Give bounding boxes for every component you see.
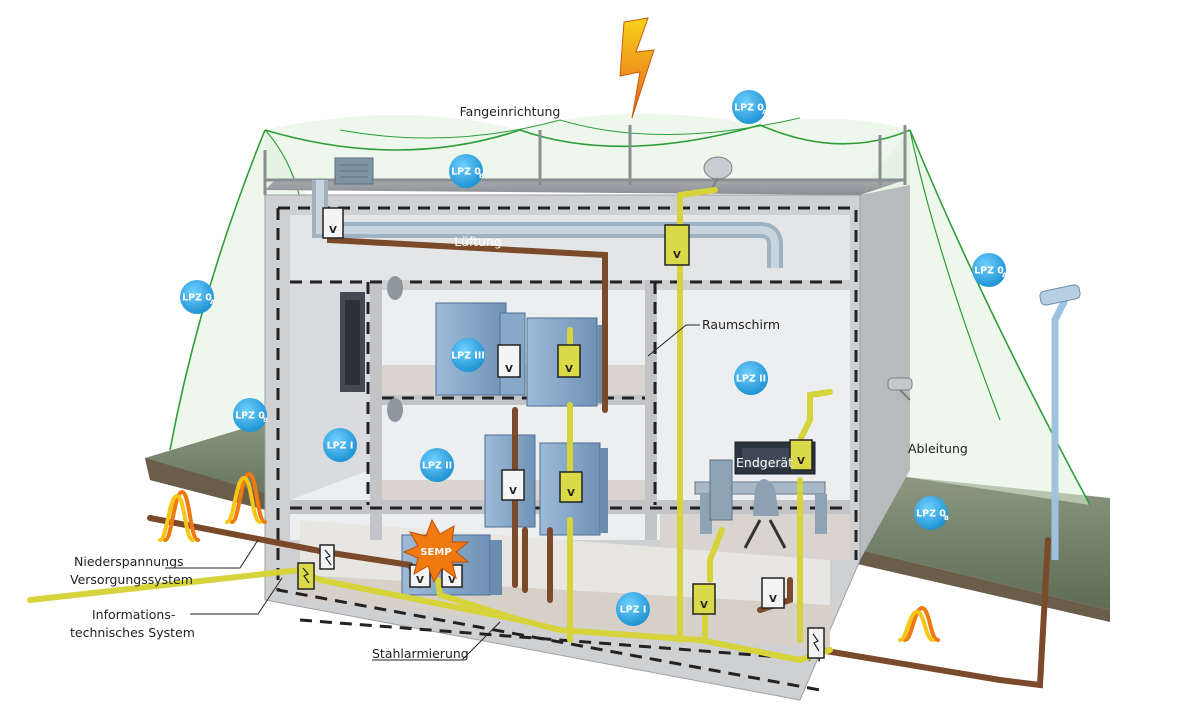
labels: Fangeinrichtung Lüftung Raumschirm Ablei…	[70, 104, 968, 661]
zone-badge-lpz0b-left: LPZ 0 B	[233, 398, 268, 432]
svg-text:A: A	[762, 108, 767, 116]
svg-text:B: B	[944, 514, 949, 522]
svg-text:V: V	[448, 575, 456, 586]
label-fangeinrichtung: Fangeinrichtung	[460, 104, 561, 119]
svg-text:A: A	[1002, 271, 1007, 279]
leader-lines	[165, 324, 700, 661]
street-lamp	[1039, 284, 1081, 560]
svg-text:V: V	[673, 250, 681, 261]
spd-basement-info: V	[692, 583, 716, 615]
spd-endgeraet: V	[789, 439, 813, 471]
svg-text:LPZ 0: LPZ 0	[734, 103, 764, 114]
zone-badge-lpz0a-right: LPZ 0 A	[972, 253, 1007, 287]
security-camera	[887, 377, 913, 401]
zone-badge-lpz0b-roof: LPZ 0 B	[449, 154, 484, 188]
svg-text:V: V	[505, 364, 513, 375]
svg-text:LPZ 0: LPZ 0	[451, 167, 481, 178]
svg-text:V: V	[769, 594, 777, 605]
info-cable	[27, 187, 833, 664]
zone-badge-lpz1-hall: LPZ I	[323, 428, 357, 462]
label-information-line1: Informations-	[92, 607, 175, 622]
spd-cabinet-lpz3-b: V	[557, 344, 581, 378]
label-niederspannung-line1: Niederspannungs	[74, 554, 184, 569]
spd-roof-left: V	[322, 207, 344, 239]
svg-text:LPZ I: LPZ I	[327, 441, 354, 452]
satellite-dish	[703, 156, 733, 189]
svg-text:V: V	[700, 600, 708, 611]
label-information-line2: technisches System	[70, 625, 195, 640]
zone-badge-lpz1-basement: LPZ I	[616, 592, 650, 626]
arrestor-info-entry	[297, 562, 315, 590]
svg-text:LPZ 0: LPZ 0	[235, 411, 265, 422]
lightning-bolt-icon	[619, 17, 655, 119]
zone-badge-lpz2-right: LPZ II	[734, 361, 768, 395]
svg-text:LPZ II: LPZ II	[422, 461, 452, 472]
ventilation-duct	[312, 157, 783, 268]
svg-text:LPZ 0: LPZ 0	[974, 266, 1004, 277]
svg-text:B: B	[479, 172, 484, 180]
label-niederspannung-line2: Versorgungssystem	[70, 572, 193, 587]
zone-badge-lpz3: LPZ III	[451, 338, 485, 372]
svg-text:LPZ II: LPZ II	[736, 374, 766, 385]
zone-badges: LPZ 0 A LPZ 0 B LPZ 0 A LPZ 0 A LPZ 0 B …	[180, 90, 1007, 626]
zone-badge-lpz2-left: LPZ II	[420, 448, 454, 482]
arrestor-power-entry	[319, 544, 335, 570]
left-window	[340, 276, 403, 422]
zone-badge-lpz0a-top: LPZ 0 A	[732, 90, 767, 124]
building	[263, 125, 910, 701]
svg-text:V: V	[329, 225, 337, 236]
spd-roof-center: V	[664, 224, 690, 266]
svg-text:LPZ 0: LPZ 0	[182, 293, 212, 304]
arrestor-right-entry	[807, 627, 825, 659]
spd-devices: V V V V V V V V	[297, 207, 825, 659]
svg-text:A: A	[210, 298, 215, 306]
svg-text:B: B	[263, 416, 268, 424]
spd-cabinet-lpz3-a: V	[497, 344, 521, 378]
svg-text:V: V	[509, 486, 517, 497]
label-endgeraet: Endgerät	[736, 455, 793, 470]
zone-badge-lpz0b-right: LPZ 0 B	[914, 496, 949, 530]
label-stahlarmierung: Stahlarmierung	[372, 646, 469, 661]
svg-text:V: V	[416, 575, 424, 586]
surge-pulse-icons	[158, 471, 940, 642]
zone-badge-lpz0a-left: LPZ 0 A	[180, 280, 215, 314]
spd-cabinet-lpz2-b: V	[559, 471, 583, 503]
svg-text:V: V	[565, 364, 573, 375]
semp-label: SEMP	[420, 547, 451, 558]
svg-text:V: V	[567, 488, 575, 499]
label-raumschirm: Raumschirm	[702, 317, 780, 332]
spd-basement-right: V	[761, 577, 785, 609]
svg-text:LPZ 0: LPZ 0	[916, 509, 946, 520]
svg-text:LPZ I: LPZ I	[620, 605, 647, 616]
svg-text:V: V	[797, 456, 805, 467]
semp-burst: SEMP	[402, 518, 470, 584]
label-lueftung: Lüftung	[454, 234, 502, 249]
spd-cabinet-lpz2-a: V	[501, 469, 525, 501]
label-ableitung: Ableitung	[908, 441, 968, 456]
svg-text:LPZ III: LPZ III	[451, 351, 485, 362]
